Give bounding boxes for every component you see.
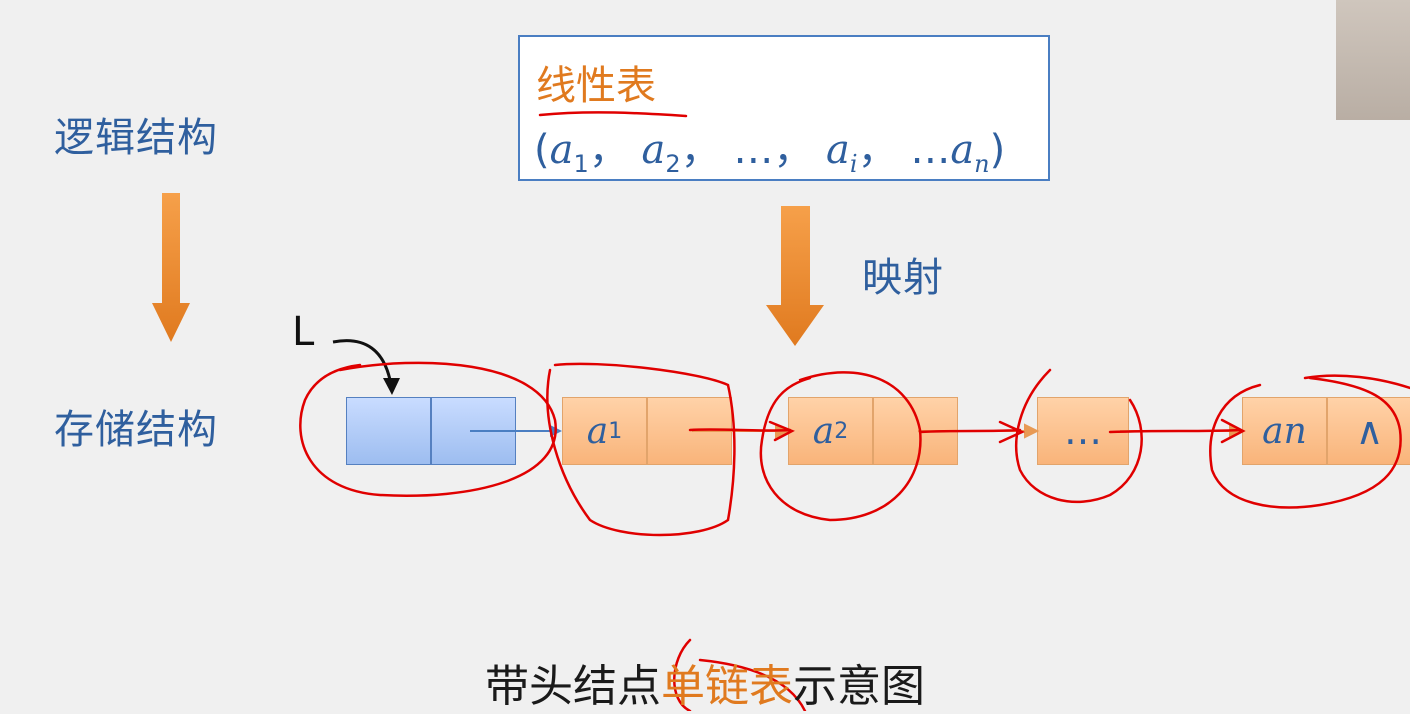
annotation-loop-dots [1015,368,1143,504]
annotation-loop-head [299,361,557,497]
red-annotations [299,111,1410,711]
linear-list-title: 线性表 [536,63,656,109]
close-paren: ) [989,127,1006,173]
annotation-title-underline [538,111,688,118]
linear-list-sequence: (a1， a2， …， ai， …an) [534,127,1006,178]
annotation-loop-an [1209,376,1402,509]
annotation-arrow-a2-dots [918,420,1026,444]
storage-structure-label: 存储结构 [54,407,218,453]
node-an-null: ∧ [1327,397,1410,465]
caption-highlight: 单链表 [661,661,793,712]
annotation-loop-a2 [759,371,922,522]
term-ai: a [826,127,850,173]
annotation-arrow-dots-an [1108,418,1246,444]
logical-structure-label: 逻辑结构 [54,115,218,161]
annotation-caption-loop [673,638,807,711]
linear-list-box: 线性表 (a1， a2， …， ai， …an) [518,35,1050,181]
presenter-webcam-thumbnail [1336,0,1410,120]
diagram-caption: 带头结点单链表示意图 [485,661,925,712]
pointer-L-arrow-icon [332,339,393,386]
down-arrow-mapping-icon [766,206,824,346]
annotation-loop-a1 [546,362,736,537]
head-data-cell [346,397,431,465]
pointer-L-label: L [292,309,315,355]
term-a1: a [549,127,574,173]
term-a2: a [641,127,666,173]
mapping-label: 映射 [862,255,944,301]
annotation-arrow-a1-a2 [688,420,795,442]
down-arrow-left-icon [152,193,190,342]
term-an: a [950,127,975,173]
open-paren: ( [534,127,550,173]
